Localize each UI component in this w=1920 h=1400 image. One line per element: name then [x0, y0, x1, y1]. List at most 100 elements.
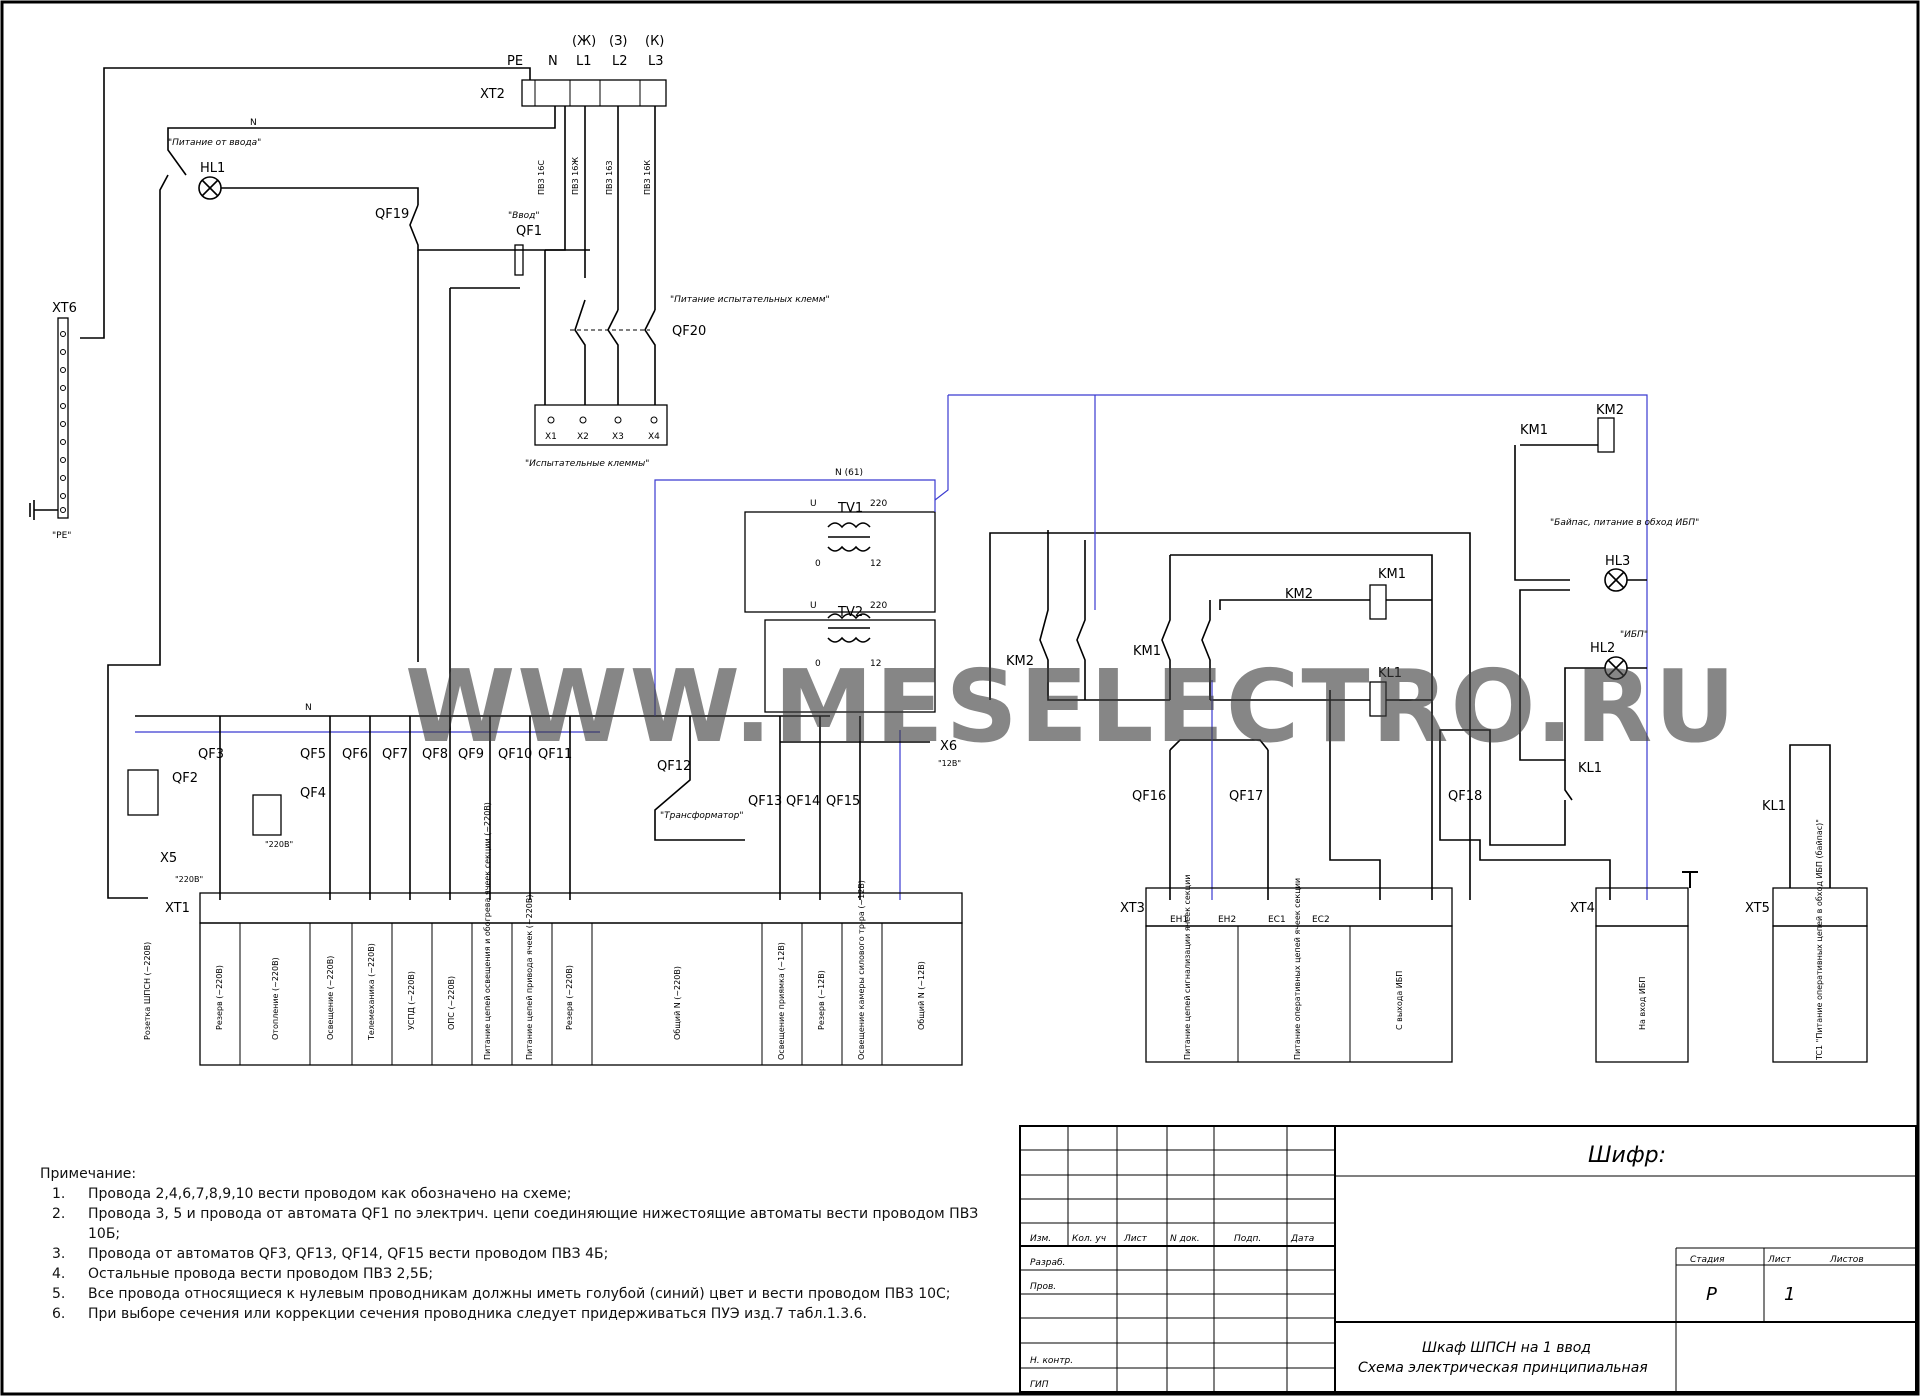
qf11-label: QF11 — [538, 747, 572, 762]
tb-row-nkontr: Н. контр. — [1030, 1356, 1073, 1366]
hl2-lamp: HL2 "ИБП" — [1590, 630, 1648, 680]
tv2-220-label: 220 — [870, 601, 887, 611]
xt1-circuit-reserve2: Резерв (~220В) — [565, 965, 574, 1030]
n-wire-65 — [107, 174, 169, 899]
wire-76-70 — [1519, 589, 1605, 761]
tb-title-line2: Схема электрическая принципиальная — [1358, 1360, 1648, 1376]
kl1-contact-label: KL1 — [1578, 761, 1602, 776]
pe-wire — [80, 67, 531, 339]
title-code-label: Шифр: — [1588, 1143, 1666, 1168]
xt1-circuit-cell-lighting: Питание цепей освещения и обогрева ячеек… — [483, 802, 492, 1060]
xt3-circuit-operative: Питание оперативных цепей ячеек секции — [1293, 878, 1302, 1060]
tv2-0-label: 0 — [815, 659, 821, 669]
xt1-circuit-pit-lighting: Освещение приямка (~12В) — [777, 942, 786, 1060]
wire-61-mark: N (61) — [835, 468, 863, 478]
kl1-coil: KL1 — [1369, 666, 1402, 717]
title-block — [1019, 1125, 1917, 1393]
tb-col-kol: Кол. уч — [1072, 1234, 1106, 1244]
km1-contact-label: KM1 — [1520, 423, 1548, 438]
qf12-wire — [654, 716, 745, 841]
qf12-label: QF12 — [657, 759, 691, 774]
tv2-label: TV2 — [837, 605, 863, 620]
hl1-caption: "Питание от ввода" — [168, 138, 261, 148]
wire-77 — [1514, 445, 1570, 581]
qf20-breaker: QF20 "Питание испытательных клемм" — [570, 295, 830, 405]
hl2-label: HL2 — [1590, 641, 1615, 656]
tv2-transformer: TV2 U 220 0 12 — [764, 601, 936, 713]
note-text: При выборе сечения или коррекции сечения… — [88, 1306, 867, 1322]
tb-col-izm: Изм. — [1030, 1234, 1051, 1244]
kl1-coil-label: KL1 — [1378, 666, 1402, 681]
tb-col-podp: Подп. — [1234, 1234, 1261, 1244]
note-text: Провода 2,4,6,7,8,9,10 вести проводом ка… — [88, 1186, 572, 1202]
tb-sheet-label: Лист — [1767, 1255, 1792, 1265]
l3-color-label: (К) — [645, 34, 664, 49]
eh2-label: EH2 — [1218, 915, 1236, 925]
wire-n-mark: N — [250, 118, 257, 128]
wire-81 — [1219, 599, 1370, 610]
xt1-circuit-common-n: Общий N (~220В) — [673, 966, 682, 1040]
hl3-label: HL3 — [1605, 554, 1630, 569]
xt1-terminal-strip: XT1 — [165, 892, 963, 1066]
tv1-0-label: 0 — [815, 559, 821, 569]
xt1-circuit-uspd: УСПД (~220В) — [407, 971, 416, 1030]
xt1-circuit-ops: ОПС (~220В) — [447, 976, 456, 1030]
xt3-terminal-strip: XT3 EH1 EH2 EC1 EC2 — [1120, 887, 1453, 1063]
tb-col-list: Лист — [1123, 1234, 1148, 1244]
tv1-label: TV1 — [837, 501, 863, 516]
qf8-label: QF8 — [422, 747, 448, 762]
kl1-xt5-contact-label: KL1 — [1762, 799, 1786, 814]
bypass-caption: "Байпас, питание в обход ИБП" — [1550, 518, 1699, 528]
tv2-u-label: U — [810, 601, 817, 611]
note-text: Провода 3, 5 и провода от автомата QF1 п… — [88, 1206, 979, 1242]
wire-75 — [1169, 739, 1269, 751]
note-text: Провода от автоматов QF3, QF13, QF14, QF… — [88, 1246, 609, 1262]
x1-label: X1 — [545, 432, 557, 442]
notes-block: Примечание: 1.Провода 2,4,6,7,8,9,10 вес… — [40, 1166, 1000, 1324]
xt1-circuit-reserve1: Резерв (~220В) — [215, 965, 224, 1030]
n-61-wire — [654, 479, 936, 716]
km2-label: KM2 — [1006, 654, 1034, 669]
xt6-label: XT6 — [52, 301, 77, 316]
l2-label: L2 — [612, 54, 628, 69]
tv1-u-label: U — [810, 499, 817, 509]
note-item: 6.При выборе сечения или коррекции сечен… — [40, 1304, 1000, 1324]
km1-coil-label: KM1 — [1378, 567, 1406, 582]
qf15-label: QF15 — [826, 794, 860, 809]
xt2-input-terminal: XT2 PE N L1 L2 L3 (Ж) (З) (К) — [480, 34, 667, 107]
kl1-contact: KL1 — [1564, 760, 1602, 801]
qf2-label: QF2 — [172, 771, 198, 786]
pe-terminal-caption: "PE" — [52, 531, 71, 541]
xt6-pe-bar: XT6 "PE" — [29, 301, 77, 541]
notes-title: Примечание: — [40, 1166, 137, 1182]
xt1-circuit-reserve3: Резерв (~12В) — [817, 970, 826, 1030]
qf14-label: QF14 — [786, 794, 820, 809]
hl3-lamp: HL3 "Байпас, питание в обход ИБП" — [1550, 518, 1699, 592]
xt1-circuit-drive: Питание цепей привода ячеек (~220В) — [525, 895, 534, 1061]
x4-label: X4 — [648, 432, 660, 442]
ec2-label: EC2 — [1312, 915, 1330, 925]
tb-col-ndok: N док. — [1170, 1234, 1200, 1244]
qf7-label: QF7 — [382, 747, 408, 762]
xt1-circuit-transformer-chamber: Освещение камеры силового тр-ра (~12В) — [857, 880, 866, 1060]
x6-caption: "12В" — [938, 759, 961, 768]
pe-label: PE — [507, 54, 523, 69]
bus-n-mark: N — [305, 703, 312, 713]
wire-50 — [1439, 729, 1491, 790]
note-item: 5.Все провода относящиеся к нулевым пров… — [40, 1284, 1000, 1304]
km1-label: KM1 — [1133, 644, 1161, 659]
km2-contactor: KM2 — [1006, 530, 1170, 701]
xt3-circuit-ups-out: С выхода ИБП — [1395, 971, 1404, 1030]
tb-row-prov: Пров. — [1030, 1282, 1056, 1292]
qf13-label: QF13 — [748, 794, 782, 809]
ec1-label: EC1 — [1268, 915, 1286, 925]
hl1-label: HL1 — [200, 161, 225, 176]
qf17-label: QF17 — [1229, 789, 1263, 804]
note-item: 4.Остальные провода вести проводом ПВЗ 2… — [40, 1264, 1000, 1284]
x5-label: X5 — [160, 851, 177, 866]
eh1-label: EH1 — [1170, 915, 1188, 925]
wire-59 — [934, 395, 949, 501]
qf19-label: QF19 — [375, 207, 409, 222]
